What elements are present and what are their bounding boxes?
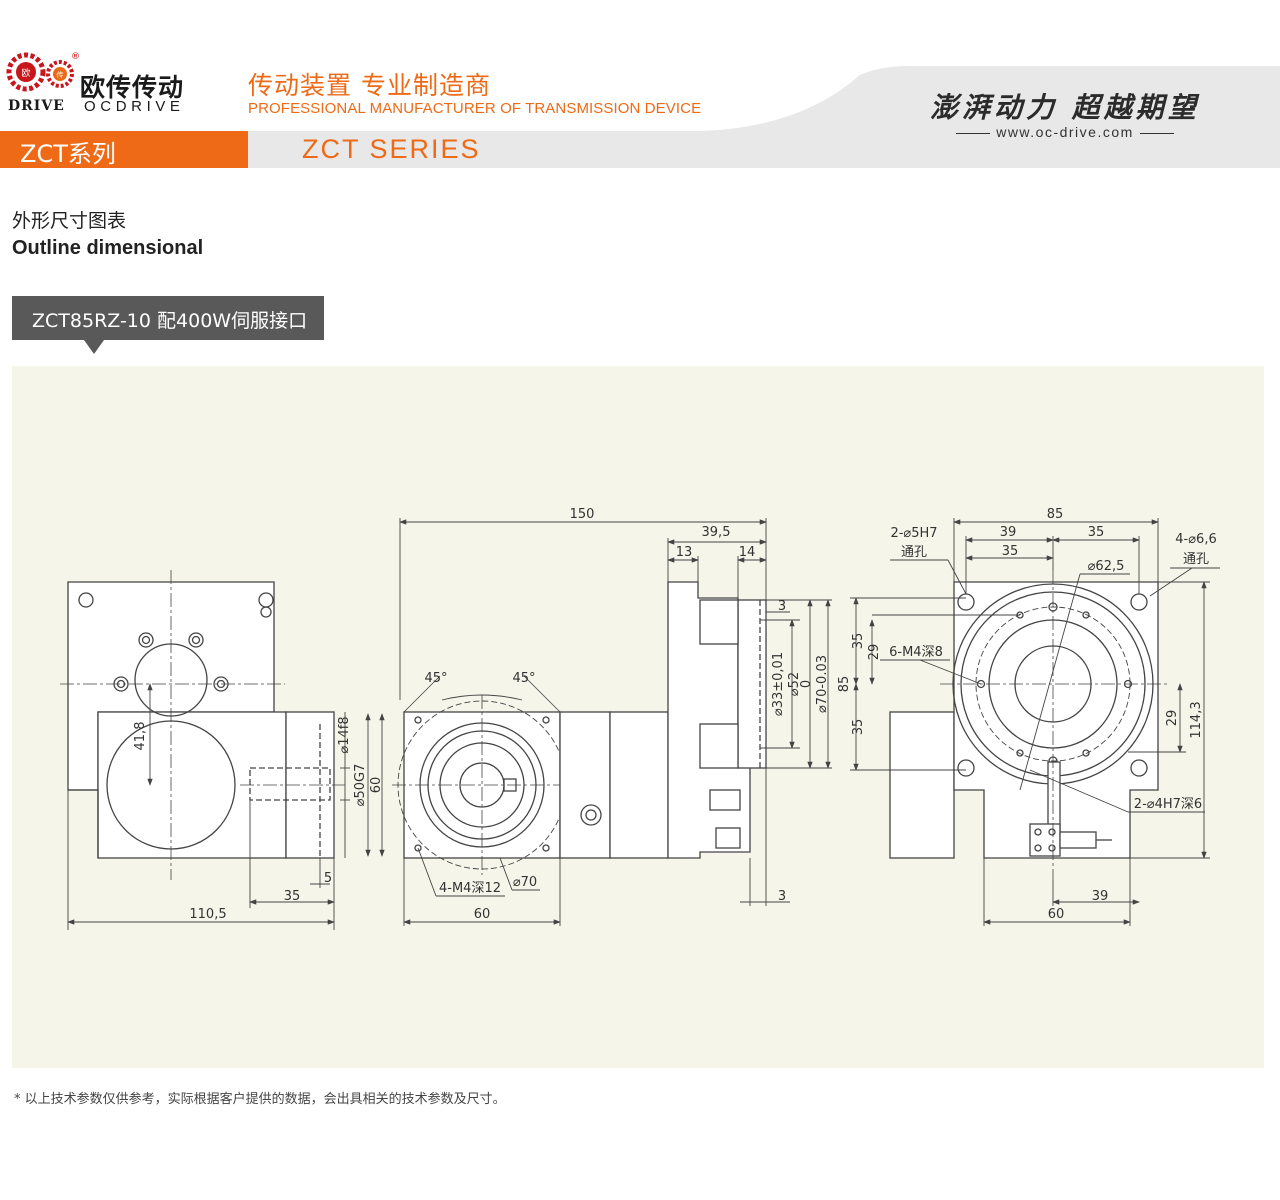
section-title-cn: 外形尺寸图表 [12,210,127,232]
model-label-pointer [84,340,104,354]
slogan: 澎湃动力 超越期望 [930,91,1200,124]
svg-text:DRIVE: DRIVE [8,98,65,114]
drawing-panel [12,366,1264,1068]
series-tab [0,131,248,168]
svg-text:传: 传 [57,70,64,79]
model-label-box [12,296,324,340]
website-text: www.oc-drive.com [996,124,1134,140]
series-label-en: ZCT SERIES [302,134,481,164]
model-label: ZCT85RZ-10 配400W伺服接口 [32,310,308,332]
svg-text:欧: 欧 [21,67,30,79]
page-header: 欧 传 DRIVE ® 欧传传动 OCDRIVE 传动装置 专业制造商 PROF… [0,0,1280,170]
registered-mark: ® [71,52,80,62]
website-link[interactable]: www.oc-drive.com [940,124,1190,140]
series-label-cn: ZCT系列 [20,140,116,168]
header-background [0,66,1280,168]
tagline-en: PROFESSIONAL MANUFACTURER OF TRANSMISSIO… [248,100,702,117]
company-logo: 欧 传 DRIVE [6,52,74,114]
brand-name-cn: 欧传传动 [80,73,185,102]
tagline-cn: 传动装置 专业制造商 [248,71,491,100]
footnote: * 以上技术参数仅供参考，实际根据客户提供的数据，会出具相关的技术参数及尺寸。 [14,1092,506,1107]
section-title-en: Outline dimensional [12,237,204,259]
brand-name-en: OCDRIVE [84,98,185,115]
